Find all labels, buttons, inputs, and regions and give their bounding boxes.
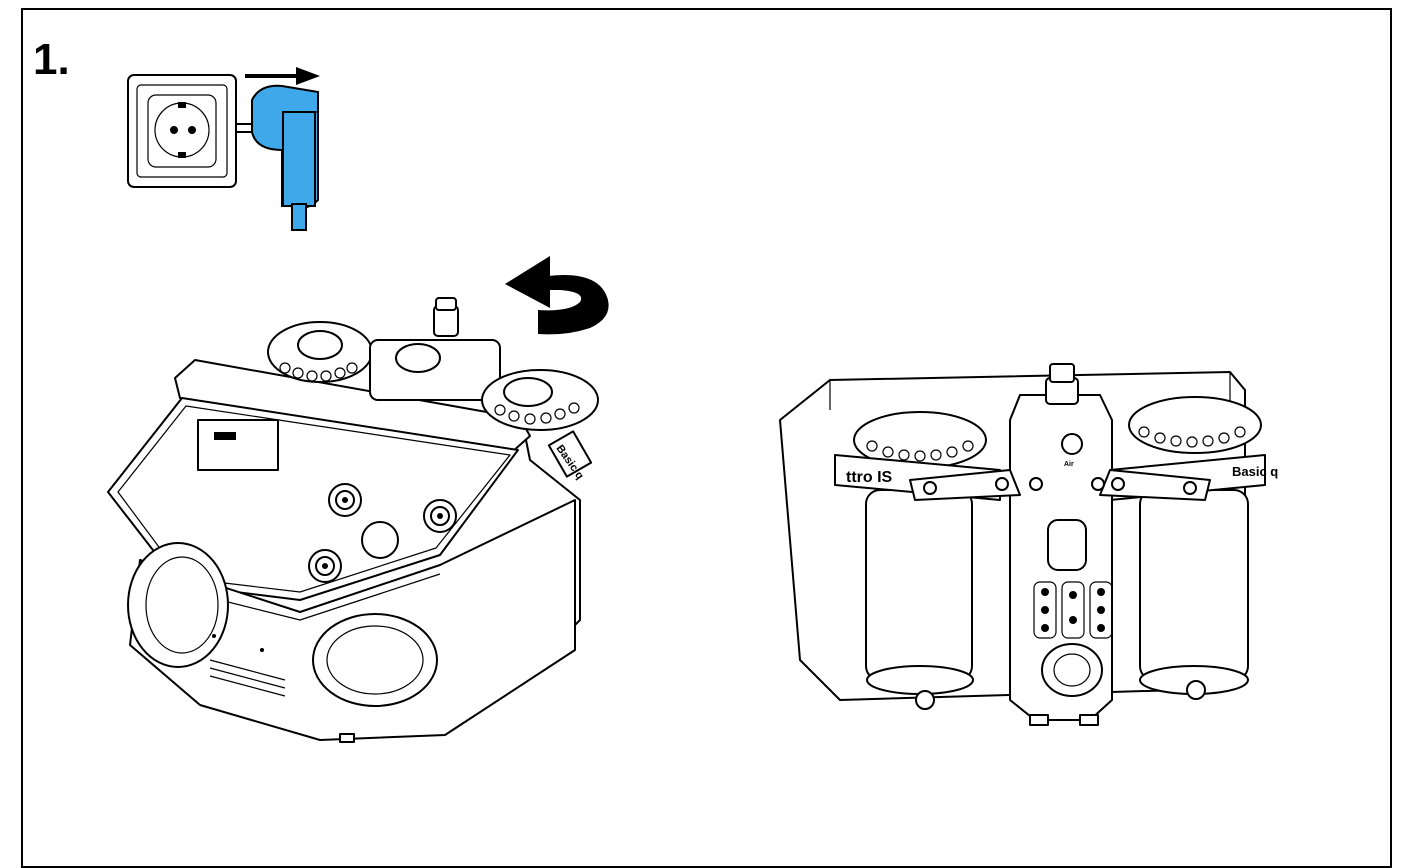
step-number: 1. [33,35,70,84]
grit-reservoir-left [853,411,987,710]
grit-reservoir-right [1128,396,1262,700]
arrow-right-icon [245,67,320,85]
grit-reservoir-right [481,369,599,431]
pressure-regulator [369,297,501,401]
power-plug-icon [235,84,319,231]
blasting-nozzle [308,483,457,583]
wall-socket-icon [127,74,237,188]
brand-label: ttro IS [846,469,893,486]
side-label: Basic q [1232,464,1278,479]
air-port-label: Air [1064,461,1074,468]
